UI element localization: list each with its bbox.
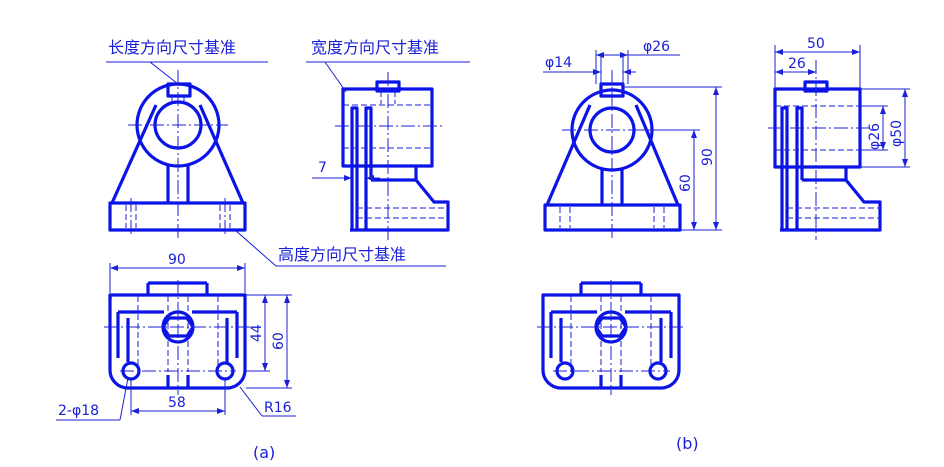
dim-overall-width-text: 90 <box>168 252 186 268</box>
dim-radius-text: R16 <box>264 400 292 416</box>
width-datum-callout: 宽度方向尺寸基准 <box>306 38 470 93</box>
dim-heights: 60 90 <box>623 86 722 231</box>
dim-side-diameters: φ26 φ50 <box>860 88 910 168</box>
view-a-side <box>335 72 450 240</box>
dim-radius-callout: R16 <box>239 386 296 417</box>
dim-cylinder-diameter-text: φ50 <box>889 120 905 147</box>
view-b-side <box>768 60 882 240</box>
dim-holes-text: 2-φ18 <box>58 403 99 419</box>
caption-b: (b) <box>676 434 699 453</box>
view-a-front <box>108 70 247 240</box>
dim-side-widths: 50 26 <box>774 36 861 89</box>
length-datum-callout: 长度方向尺寸基准 <box>106 38 268 85</box>
view-a-top <box>104 280 252 395</box>
height-datum-callout: 高度方向尺寸基准 <box>234 229 446 267</box>
dim-bore-diameter-text: φ26 <box>867 123 883 150</box>
dim-boss-diameters: φ14 φ26 <box>543 39 680 84</box>
dim-hole-spacing-x: 58 <box>130 380 226 415</box>
length-datum-label: 长度方向尺寸基准 <box>108 38 236 57</box>
dim-side-offset-text: 26 <box>788 56 806 72</box>
view-b-front <box>543 70 682 240</box>
dim-overall-width: 90 <box>109 252 246 293</box>
dim-step-width: 7 <box>312 160 380 181</box>
height-datum-label: 高度方向尺寸基准 <box>278 245 406 264</box>
dim-hole-spacing-x-text: 58 <box>168 395 186 411</box>
dim-overall-height-text: 90 <box>700 148 716 166</box>
dim-step-width-text: 7 <box>318 160 327 176</box>
dim-depths: 44 60 <box>246 294 292 389</box>
dim-center-height-text: 60 <box>678 174 694 192</box>
view-b-top <box>537 280 686 395</box>
width-datum-label: 宽度方向尺寸基准 <box>311 38 439 57</box>
dim-boss-small-text: φ14 <box>545 55 572 71</box>
dim-boss-large-text: φ26 <box>643 39 670 55</box>
dim-hole-spacing-y-text: 44 <box>249 324 265 342</box>
dim-side-width-text: 50 <box>807 36 825 52</box>
caption-a: (a) <box>253 443 275 462</box>
dim-overall-depth-text: 60 <box>271 332 287 350</box>
dim-holes-callout: 2-φ18 <box>56 377 129 421</box>
